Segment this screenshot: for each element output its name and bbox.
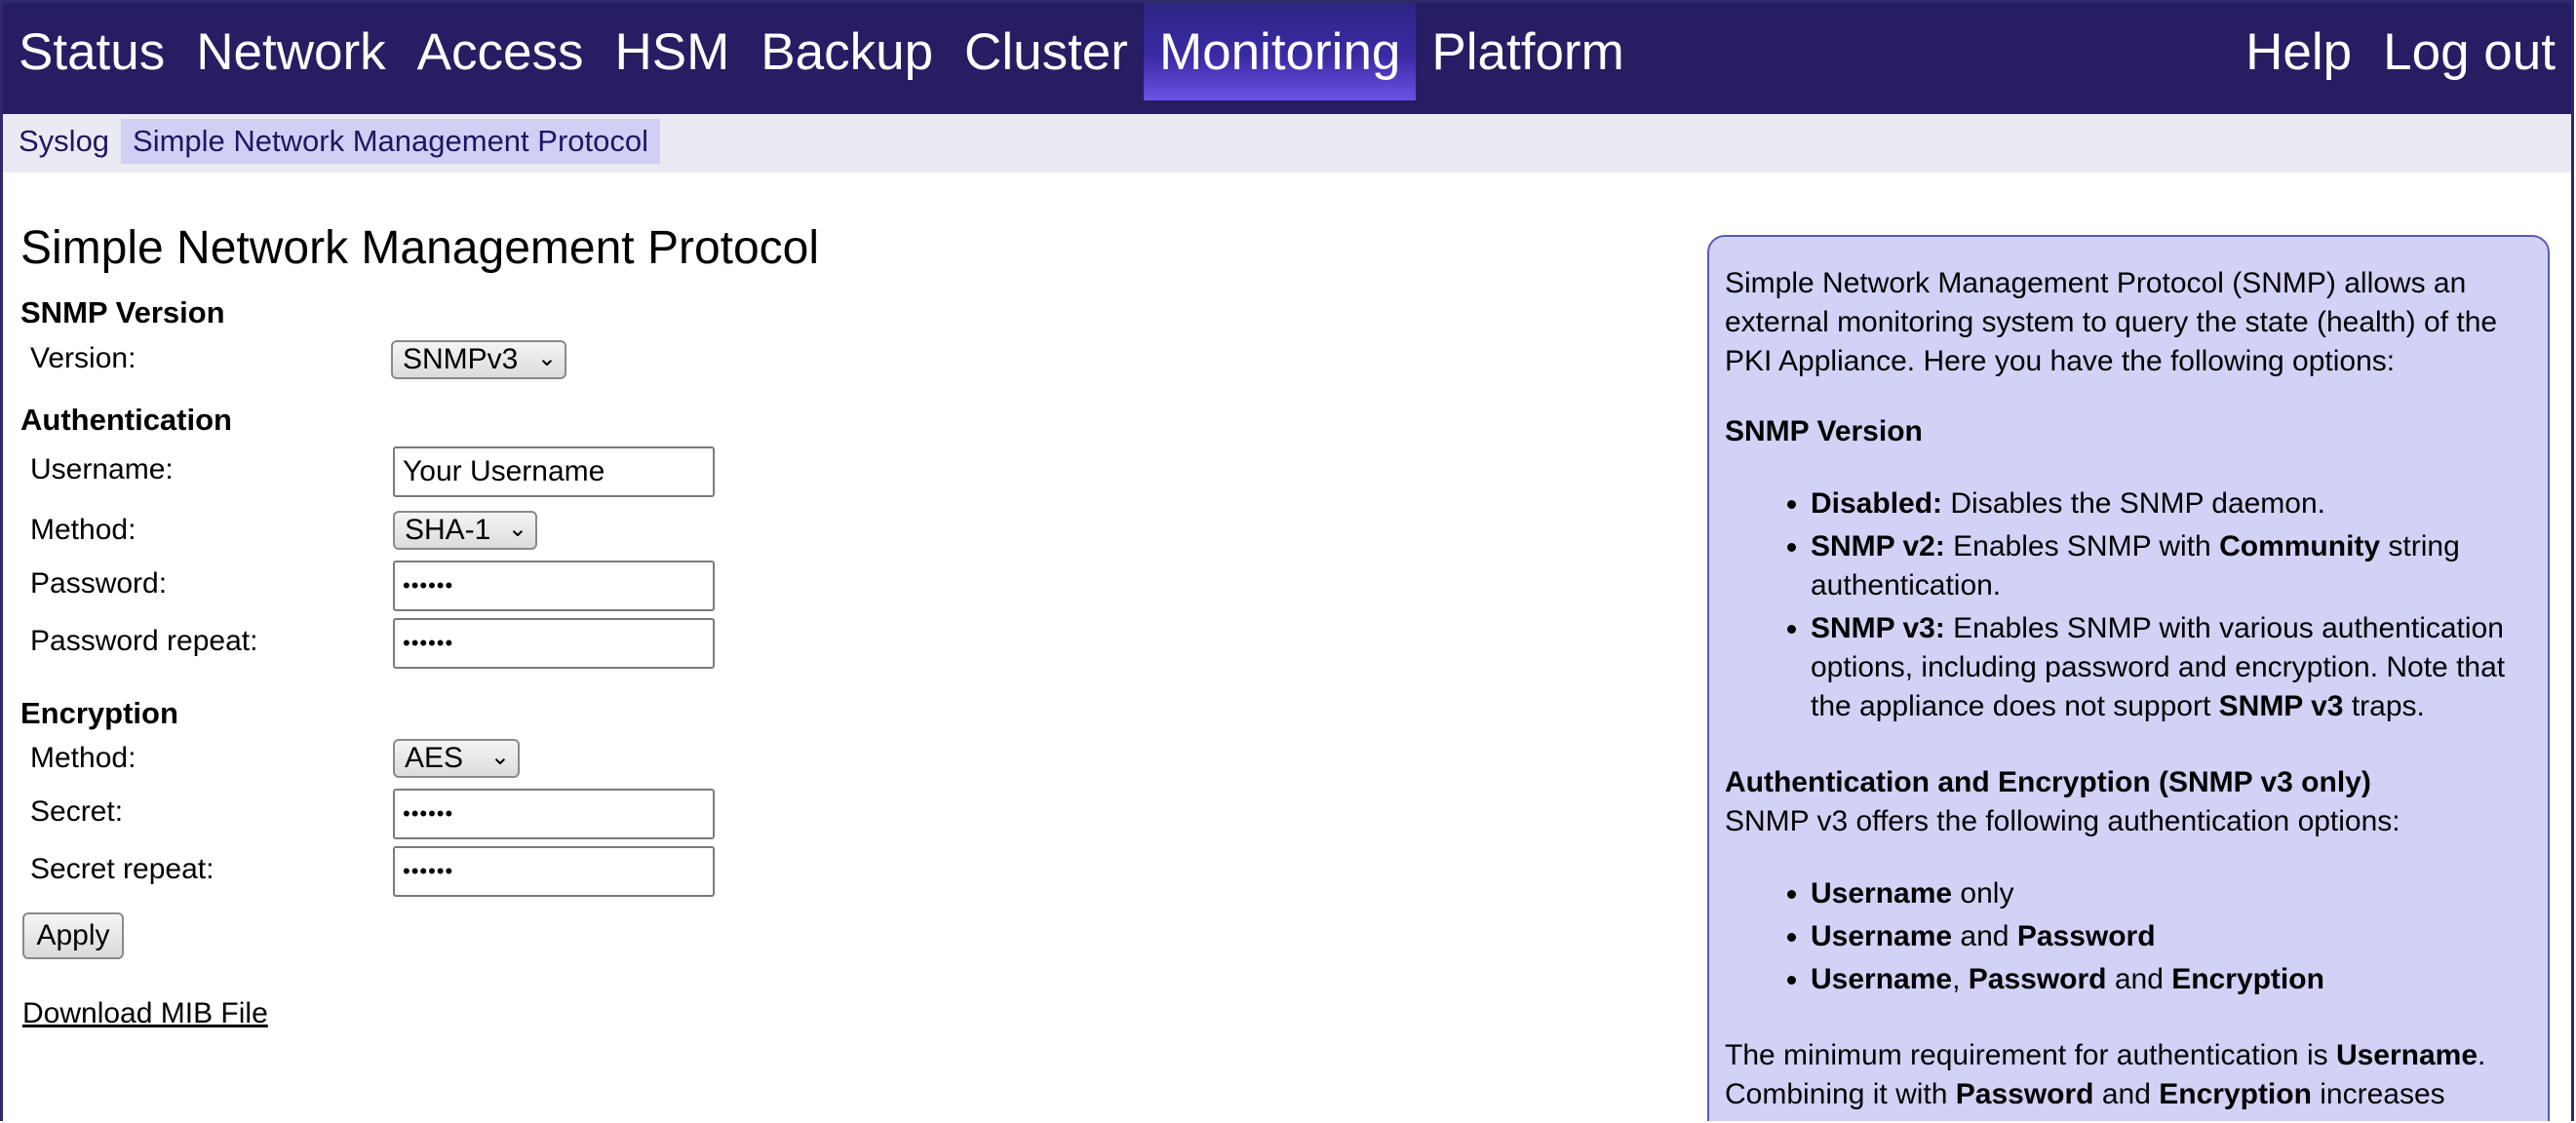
password-repeat-label: Password repeat: [30, 625, 258, 657]
nav-network[interactable]: Network [196, 22, 386, 81]
chevron-down-icon: ⌄ [536, 345, 557, 371]
secret-label: Secret: [30, 795, 124, 828]
encryption-heading: Encryption [20, 696, 178, 730]
nav-access[interactable]: Access [416, 22, 584, 81]
nav-monitoring[interactable]: Monitoring [1143, 3, 1417, 100]
apply-button[interactable]: Apply [22, 912, 124, 959]
list-item: Username only [1811, 874, 2532, 913]
nav-cluster[interactable]: Cluster [964, 22, 1128, 81]
authentication-heading: Authentication [20, 403, 232, 437]
list-item: Username, Password and Encryption [1811, 960, 2532, 999]
help-auth-intro: SNMP v3 offers the following authenticat… [1725, 805, 2400, 837]
download-mib-link[interactable]: Download MIB File [22, 997, 268, 1029]
nav-backup[interactable]: Backup [761, 22, 934, 81]
password-input[interactable]: •••••• [393, 561, 715, 611]
list-item: SNMP v3: Enables SNMP with various authe… [1811, 609, 2532, 726]
version-label: Version: [30, 342, 137, 374]
nav-platform[interactable]: Platform [1431, 22, 1624, 81]
auth-method-select[interactable]: SHA-1 ⌄ [393, 511, 537, 550]
help-auth-list: Username only Username and Password User… [1725, 874, 2532, 999]
help-auth-heading: Authentication and Encryption (SNMP v3 o… [1725, 766, 2371, 798]
nav-help[interactable]: Help [2245, 22, 2353, 81]
username-input[interactable]: Your Username [393, 446, 715, 497]
enc-method-label: Method: [30, 742, 137, 774]
help-panel: Simple Network Management Protocol (SNMP… [1707, 235, 2550, 1121]
help-intro: Simple Network Management Protocol (SNMP… [1725, 267, 2498, 377]
nav-logout[interactable]: Log out [2383, 22, 2556, 81]
nav-status[interactable]: Status [19, 22, 166, 81]
main-menu: Status Network Access HSM Backup Cluster… [3, 3, 1640, 114]
snmp-version-heading: SNMP Version [20, 295, 225, 329]
subnav-syslog[interactable]: Syslog [19, 124, 110, 158]
password-label: Password: [30, 567, 168, 600]
subnav-snmp[interactable]: Simple Network Management Protocol [121, 119, 660, 164]
version-select[interactable]: SNMPv3 ⌄ [391, 340, 566, 379]
sub-navigation: Syslog Simple Network Management Protoco… [3, 114, 2571, 173]
auth-method-label: Method: [30, 514, 137, 546]
chevron-down-icon: ⌄ [489, 744, 510, 770]
help-min-requirement: The minimum requirement for authenticati… [1725, 1039, 2486, 1121]
enc-method-select[interactable]: AES ⌄ [393, 739, 520, 778]
help-version-heading: SNMP Version [1725, 415, 1923, 447]
user-menu: Help Log out [2230, 3, 2571, 114]
list-item: Disabled: Disables the SNMP daemon. [1811, 484, 2532, 523]
top-navigation: Status Network Access HSM Backup Cluster… [3, 3, 2571, 114]
enc-method-value: AES [405, 742, 464, 774]
version-select-value: SNMPv3 [403, 343, 519, 375]
chevron-down-icon: ⌄ [507, 516, 527, 542]
secret-repeat-input[interactable]: •••••• [393, 846, 715, 897]
page-title: Simple Network Management Protocol [20, 222, 820, 274]
secret-repeat-label: Secret repeat: [30, 853, 215, 885]
list-item: Username and Password [1811, 917, 2532, 956]
auth-method-value: SHA-1 [405, 514, 491, 546]
nav-hsm[interactable]: HSM [614, 22, 730, 81]
secret-input[interactable]: •••••• [393, 789, 715, 839]
password-repeat-input[interactable]: •••••• [393, 618, 715, 669]
list-item: SNMP v2: Enables SNMP with Community str… [1811, 527, 2532, 605]
username-label: Username: [30, 453, 174, 485]
help-version-list: Disabled: Disables the SNMP daemon. SNMP… [1725, 484, 2532, 726]
